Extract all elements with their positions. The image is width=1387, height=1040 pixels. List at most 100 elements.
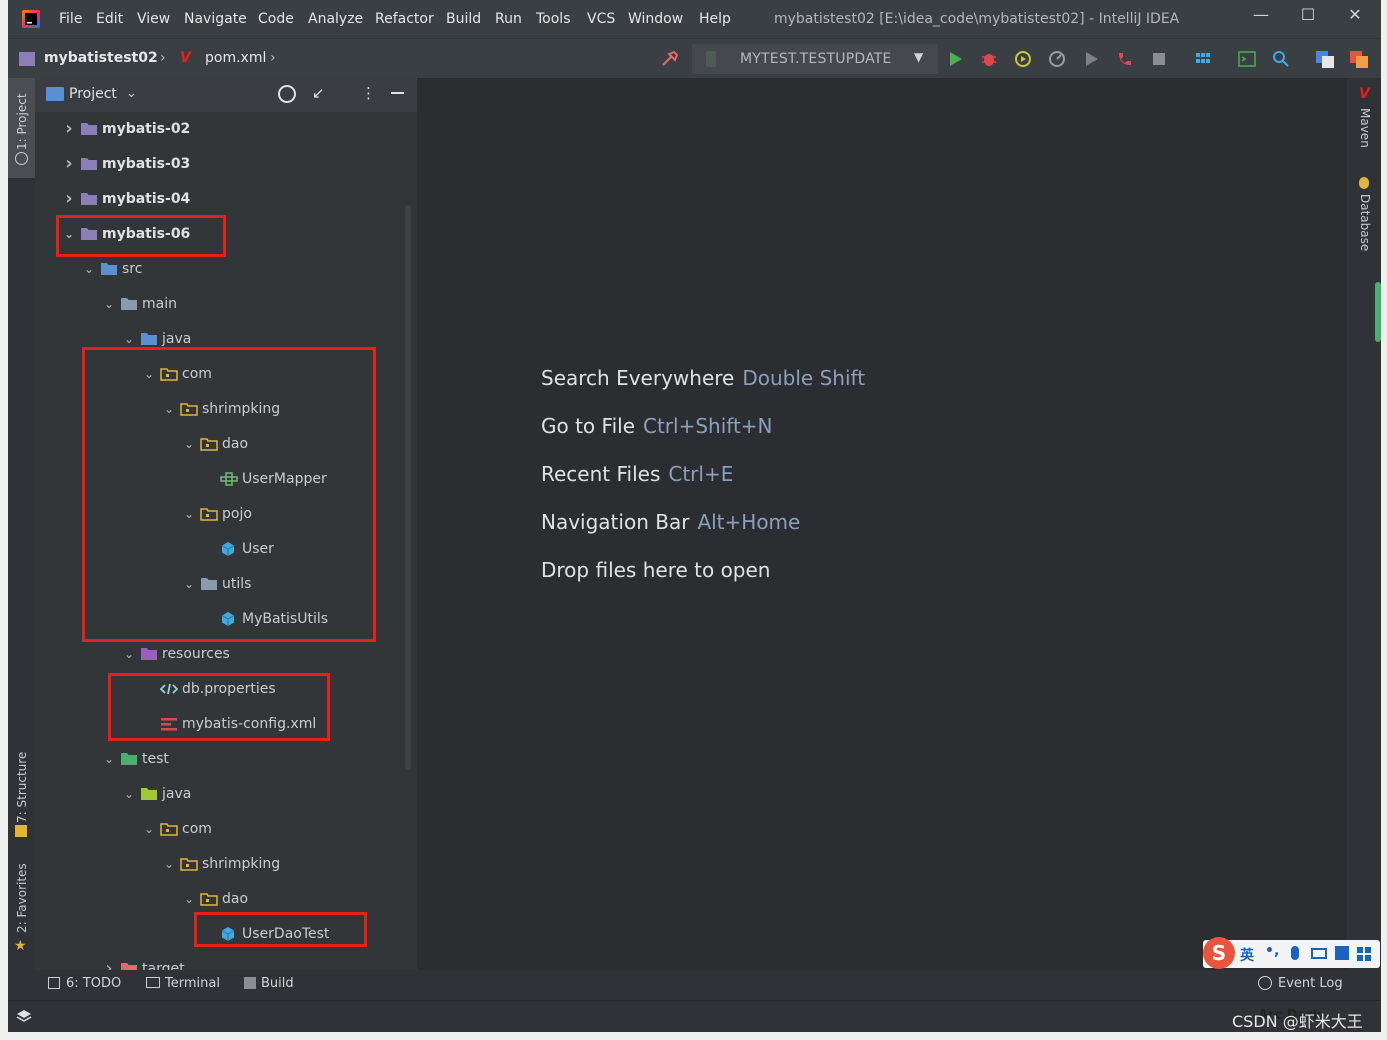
chevron-down-icon[interactable]: ⌄ bbox=[123, 646, 135, 661]
run-dashboard-icon[interactable] bbox=[1081, 49, 1101, 69]
chevron-down-icon[interactable]: ⌄ bbox=[103, 296, 115, 311]
chevron-right-icon[interactable]: › bbox=[65, 118, 73, 139]
chevron-down-icon[interactable]: ⌄ bbox=[183, 436, 195, 451]
menu-vcs[interactable]: VCS bbox=[587, 11, 616, 27]
chevron-down-icon[interactable]: ⌄ bbox=[163, 856, 175, 871]
menu-help[interactable]: Help bbox=[699, 11, 731, 27]
chevron-down-icon[interactable]: ⌄ bbox=[183, 576, 195, 591]
tree-node[interactable]: ›target bbox=[102, 951, 185, 970]
chevron-down-icon[interactable]: ⌄ bbox=[123, 331, 135, 346]
locate-icon[interactable] bbox=[278, 85, 296, 103]
tree-node[interactable]: ⌄mybatis-06 bbox=[62, 216, 190, 251]
debug-icon[interactable] bbox=[979, 49, 999, 69]
attach-icon[interactable] bbox=[1115, 49, 1135, 69]
run-icon[interactable] bbox=[945, 49, 965, 69]
tree-node[interactable]: ⌄java bbox=[122, 321, 191, 356]
tree-node[interactable]: ⌄dao bbox=[182, 881, 248, 916]
translate-icon[interactable] bbox=[1315, 49, 1335, 69]
tree-node[interactable]: ⌄main bbox=[102, 286, 177, 321]
ime-language[interactable]: 英 bbox=[1240, 948, 1254, 964]
menu-analyze[interactable]: Analyze bbox=[308, 11, 364, 27]
menu-refactor[interactable]: Refactor bbox=[375, 11, 434, 27]
tree-node[interactable]: ⌄shrimpking bbox=[162, 846, 280, 881]
chevron-down-icon[interactable]: ⌄ bbox=[63, 226, 75, 241]
tab-project[interactable]: 1: Project bbox=[15, 93, 29, 150]
chevron-down-icon[interactable]: ⌄ bbox=[163, 401, 175, 416]
tab-build[interactable]: Build bbox=[261, 976, 294, 991]
tree-scrollbar[interactable] bbox=[405, 205, 411, 770]
tree-node[interactable]: ⌄test bbox=[102, 741, 169, 776]
chevron-right-icon[interactable]: › bbox=[105, 958, 113, 970]
terminal-icon[interactable] bbox=[1237, 49, 1257, 69]
maximize-icon[interactable]: ☐ bbox=[1300, 5, 1316, 24]
menu-view[interactable]: View bbox=[137, 11, 171, 27]
tree-node[interactable]: ›mybatis-04 bbox=[62, 181, 190, 216]
tab-structure[interactable]: 7: Structure bbox=[15, 751, 29, 823]
tree-node[interactable]: ⌄utils bbox=[182, 566, 251, 601]
profile-icon[interactable] bbox=[1047, 49, 1067, 69]
chevron-down-icon[interactable]: ⌄ bbox=[123, 786, 135, 801]
tree-node[interactable]: User bbox=[202, 531, 274, 566]
chevron-down-icon[interactable]: ⌄ bbox=[143, 821, 155, 836]
run-configuration-select[interactable]: MYTEST.TESTUPDATE ▼ bbox=[692, 44, 938, 74]
tree-node[interactable]: UserMapper bbox=[202, 461, 327, 496]
tree-node[interactable]: ⌄shrimpking bbox=[162, 391, 280, 426]
collapse-all-icon[interactable]: ↙ bbox=[312, 84, 325, 102]
chevron-down-icon[interactable]: ⌄ bbox=[183, 506, 195, 521]
project-view-label[interactable]: Project bbox=[69, 86, 117, 102]
tree-node[interactable]: ⌄dao bbox=[182, 426, 248, 461]
keyboard-icon[interactable] bbox=[1311, 948, 1327, 959]
tree-node[interactable]: ⌄com bbox=[142, 356, 212, 391]
close-icon[interactable]: ✕ bbox=[1348, 5, 1362, 24]
layers-icon[interactable] bbox=[16, 1008, 32, 1024]
chevron-down-icon[interactable]: ⌄ bbox=[126, 86, 137, 101]
toolbox-icon[interactable] bbox=[1357, 946, 1371, 961]
chevron-right-icon[interactable]: › bbox=[65, 153, 73, 174]
menu-tools[interactable]: Tools bbox=[536, 11, 571, 27]
chevron-right-icon[interactable]: › bbox=[65, 188, 73, 209]
tab-terminal[interactable]: Terminal bbox=[165, 976, 220, 991]
skin-icon[interactable] bbox=[1335, 946, 1349, 960]
ime-punctuation[interactable]: •, bbox=[1265, 943, 1280, 959]
minimize-icon[interactable]: — bbox=[1253, 5, 1269, 24]
tree-node[interactable]: ⌄pojo bbox=[182, 496, 252, 531]
tree-node[interactable]: db.properties bbox=[142, 671, 276, 706]
tree-node[interactable]: UserDaoTest bbox=[202, 916, 329, 951]
structure-icon[interactable] bbox=[1193, 49, 1213, 69]
more-options-icon[interactable]: ⋮ bbox=[361, 84, 376, 102]
menu-build[interactable]: Build bbox=[446, 11, 482, 27]
breadcrumb-project[interactable]: mybatistest02 bbox=[44, 50, 158, 66]
tree-node[interactable]: mybatis-config.xml bbox=[142, 706, 316, 741]
tree-node[interactable]: ⌄resources bbox=[122, 636, 230, 671]
tab-maven[interactable]: Maven bbox=[1358, 108, 1372, 148]
build-hammer-icon[interactable] bbox=[660, 49, 680, 69]
search-icon[interactable] bbox=[1271, 49, 1291, 69]
google-translate-icon[interactable] bbox=[1349, 49, 1369, 69]
tab-favorites[interactable]: 2: Favorites bbox=[15, 863, 29, 933]
menu-edit[interactable]: Edit bbox=[96, 11, 124, 27]
microphone-icon[interactable] bbox=[1291, 946, 1299, 960]
chevron-down-icon[interactable]: ⌄ bbox=[83, 261, 95, 276]
tree-node[interactable]: ›mybatis-03 bbox=[62, 146, 190, 181]
coverage-icon[interactable] bbox=[1013, 49, 1033, 69]
breadcrumb-file[interactable]: pom.xml bbox=[205, 50, 267, 66]
tree-node[interactable]: ›mybatis-02 bbox=[62, 111, 190, 146]
tree-node[interactable]: ⌄java bbox=[122, 776, 191, 811]
chevron-down-icon[interactable]: ⌄ bbox=[143, 366, 155, 381]
menu-code[interactable]: Code bbox=[258, 11, 294, 27]
menu-navigate[interactable]: Navigate bbox=[184, 11, 247, 27]
menu-window[interactable]: Window bbox=[628, 11, 684, 27]
tab-database[interactable]: Database bbox=[1358, 194, 1372, 252]
menu-run[interactable]: Run bbox=[495, 11, 522, 27]
menu-file[interactable]: File bbox=[59, 11, 83, 27]
hide-panel-icon[interactable] bbox=[391, 92, 404, 94]
tree-node[interactable]: ⌄src bbox=[82, 251, 142, 286]
tree-node[interactable]: MyBatisUtils bbox=[202, 601, 328, 636]
chevron-down-icon[interactable]: ⌄ bbox=[183, 891, 195, 906]
tree-node[interactable]: ⌄com bbox=[142, 811, 212, 846]
sogou-logo-icon[interactable]: S bbox=[1203, 937, 1235, 969]
tab-todo[interactable]: 6: TODO bbox=[66, 976, 122, 991]
chevron-down-icon[interactable]: ⌄ bbox=[103, 751, 115, 766]
stop-icon[interactable] bbox=[1149, 49, 1169, 69]
tab-event-log[interactable]: Event Log bbox=[1278, 976, 1343, 991]
